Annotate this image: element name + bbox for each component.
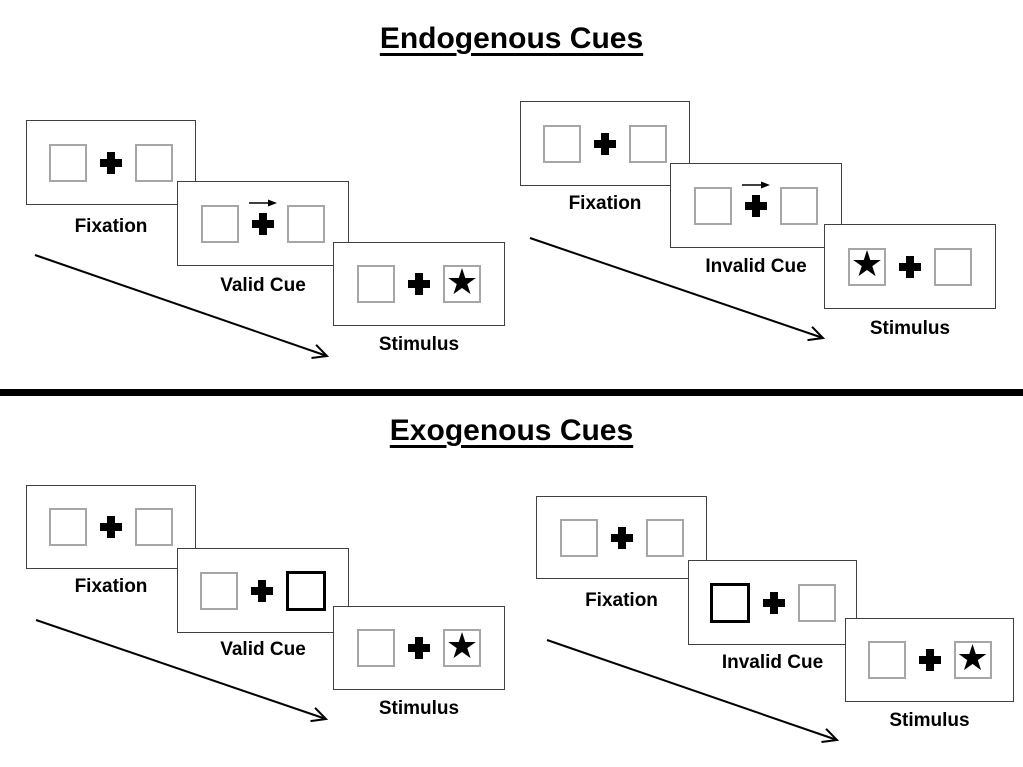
fixation-cross-icon [899, 255, 921, 278]
card-label-valid-cue: Valid Cue [220, 639, 306, 660]
right-placeholder-box [780, 186, 818, 225]
card-fixation [26, 485, 196, 569]
fixation-cross [594, 132, 616, 155]
fixation-cross [762, 591, 785, 614]
section-divider [0, 389, 1023, 396]
right-placeholder-box [934, 247, 972, 286]
fixation-cross [610, 526, 633, 549]
card-stimulus: ★ [333, 242, 505, 326]
right-placeholder-box [135, 143, 173, 182]
card-label-stimulus: Stimulus [378, 698, 460, 719]
card-stimulus: ★ [333, 606, 505, 690]
card-fixation [26, 120, 196, 205]
card-label-invalid-cue: Invalid Cue [721, 652, 824, 673]
star-target-box: ★ [443, 261, 481, 303]
left-placeholder-box [49, 508, 87, 546]
star-icon: ★ [445, 625, 479, 667]
fixation-cross [249, 199, 277, 235]
right-placeholder-box [287, 204, 325, 243]
fixation-cross [100, 516, 122, 538]
card-valid-cue [177, 181, 349, 266]
timeline-arrow-exogenous-valid [35, 619, 329, 723]
left-placeholder-box [357, 265, 395, 303]
card-fixation [520, 101, 690, 186]
left-placeholder-box [49, 143, 87, 182]
card-stimulus: ★ [845, 618, 1014, 702]
timeline-arrow-endogenous-invalid [529, 237, 826, 342]
fixation-cross [408, 273, 430, 295]
right-placeholder-box [797, 583, 836, 622]
card-label-stimulus: Stimulus [889, 710, 970, 731]
fixation-cross-icon [100, 151, 122, 174]
fixation-cross-icon [408, 273, 430, 295]
fixation-cross [251, 579, 273, 602]
fixation-cross [742, 181, 770, 217]
highlighted-cue-box [709, 582, 750, 623]
card-stimulus: ★ [824, 224, 996, 309]
card-label-fixation: Fixation [74, 576, 148, 597]
right-placeholder-box [645, 518, 684, 557]
fixation-cross [918, 649, 941, 671]
star-icon: ★ [850, 244, 884, 285]
fixation-cross-icon [918, 649, 941, 671]
card-valid-cue [177, 548, 349, 633]
card-label-valid-cue: Valid Cue [220, 275, 306, 296]
card-fixation [536, 496, 707, 579]
fixation-cross [100, 151, 122, 174]
section-title-exogenous: Exogenous Cues [389, 414, 634, 447]
star-target-box: ★ [848, 244, 886, 286]
cue-arrow-icon [742, 181, 770, 188]
card-label-stimulus: Stimulus [869, 318, 951, 339]
card-label-fixation: Fixation [568, 193, 642, 214]
cue-arrow-icon [249, 199, 277, 206]
star-icon: ★ [445, 261, 479, 303]
card-label-invalid-cue: Invalid Cue [705, 256, 807, 277]
card-label-stimulus: Stimulus [378, 334, 460, 355]
right-placeholder-box [629, 124, 667, 163]
fixation-cross-icon [408, 637, 430, 659]
fixation-cross-icon [251, 579, 273, 602]
timeline-arrow-endogenous-valid [34, 254, 330, 360]
card-invalid-cue [688, 560, 857, 645]
right-placeholder-box [135, 508, 173, 546]
left-placeholder-box [867, 641, 906, 679]
fixation-cross [899, 255, 921, 278]
star-target-box: ★ [953, 637, 992, 679]
card-invalid-cue [670, 163, 842, 248]
section-title-endogenous: Endogenous Cues [379, 22, 644, 55]
card-label-fixation: Fixation [585, 590, 658, 611]
left-placeholder-box [200, 571, 238, 610]
left-placeholder-box [201, 204, 239, 243]
left-placeholder-box [694, 186, 732, 225]
fixation-cross [408, 637, 430, 659]
star-target-box: ★ [443, 625, 481, 667]
fixation-cross-icon [610, 526, 633, 549]
fixation-cross-icon [594, 132, 616, 155]
left-placeholder-box [543, 124, 581, 163]
fixation-cross-icon [762, 591, 785, 614]
star-icon: ★ [956, 637, 989, 679]
highlighted-cue-box [286, 570, 326, 611]
fixation-cross-icon [745, 194, 767, 217]
left-placeholder-box [357, 629, 395, 667]
fixation-cross-icon [100, 516, 122, 538]
left-placeholder-box [559, 518, 598, 557]
fixation-cross-icon [252, 212, 274, 235]
card-label-fixation: Fixation [74, 216, 148, 237]
